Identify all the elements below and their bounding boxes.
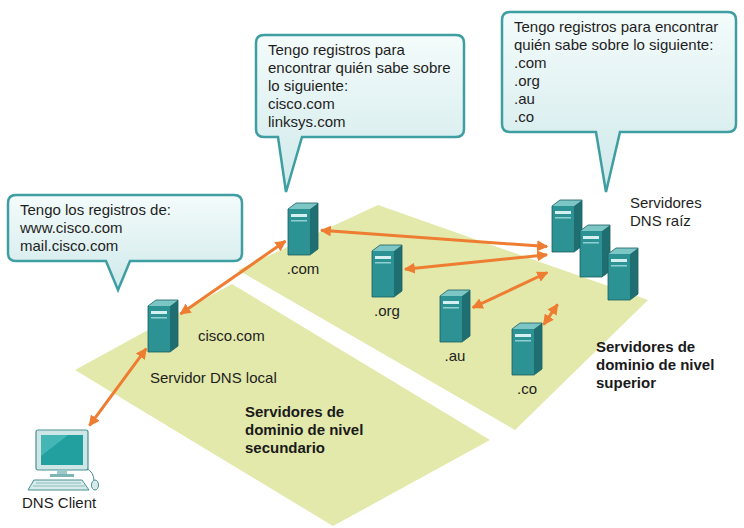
callout-text: mail.cisco.com xyxy=(20,237,230,255)
server-stack-shape xyxy=(550,198,640,302)
server-label: Servidores DNS raíz xyxy=(630,194,714,230)
computer-icon xyxy=(28,430,99,490)
client-shape xyxy=(28,428,100,492)
callout-text: .com xyxy=(514,54,724,72)
label-anchor: .org xyxy=(374,302,400,320)
label-anchor: .com xyxy=(287,260,320,278)
callout-text: .co xyxy=(514,108,724,126)
server-icon xyxy=(608,248,638,300)
client-computer: DNS Client xyxy=(28,428,100,492)
server-icon xyxy=(288,203,318,255)
server-label: .co xyxy=(517,380,537,398)
callout-bubble: Tengo registros para encontrar quién sab… xyxy=(502,12,736,132)
callout-bubble: Tengo registros para encontrar quién sab… xyxy=(256,35,464,137)
server-label: cisco.com xyxy=(198,327,265,345)
band-fill xyxy=(75,284,490,526)
callout-text: Tengo los registros de: xyxy=(20,201,230,219)
label-anchor: .au xyxy=(445,347,466,365)
band-region: .comServidores DNS raíz.org.au.coServido… xyxy=(238,205,648,430)
callout-outline xyxy=(256,35,464,192)
server-shape xyxy=(372,245,402,297)
server-icon xyxy=(580,225,610,277)
root-server-stack: Servidores DNS raíz xyxy=(550,198,640,302)
server-icon xyxy=(372,245,402,297)
callout-outline xyxy=(502,12,736,192)
label-anchor: Servidores de dominio de nivel secundari… xyxy=(245,403,375,457)
server-label: .com xyxy=(287,260,320,278)
label-anchor: Servidores de dominio de nivel superior xyxy=(596,338,726,392)
server-node: .co xyxy=(512,323,542,375)
callout-text: Tengo registros para encontrar quién sab… xyxy=(514,18,724,54)
server-node: .au xyxy=(440,290,470,342)
server-node: .com xyxy=(288,203,318,255)
server-node: .org xyxy=(372,245,402,297)
server-icon xyxy=(148,300,178,352)
callout-text: cisco.com xyxy=(268,95,452,113)
label-anchor: cisco.com xyxy=(198,327,265,345)
server-shape xyxy=(512,323,542,375)
server-shape xyxy=(440,290,470,342)
server-label: DNS Client xyxy=(22,494,96,512)
server-icon xyxy=(552,200,582,252)
band-label: Servidores de dominio de nivel superior xyxy=(596,338,726,392)
callout-text: www.cisco.com xyxy=(20,219,230,237)
server-shape xyxy=(148,300,178,352)
server-label: .au xyxy=(445,347,466,365)
label-anchor: Servidores DNS raíz xyxy=(630,194,714,230)
label-anchor: Servidor DNS local xyxy=(150,369,277,387)
label-anchor: .co xyxy=(517,380,537,398)
server-shape xyxy=(288,203,318,255)
band-label: Servidores de dominio de nivel secundari… xyxy=(245,403,375,457)
callout-text: .au xyxy=(514,90,724,108)
band-region: cisco.comServidor DNS localServidores de… xyxy=(75,284,490,526)
callout-text: .org xyxy=(514,72,724,90)
server-label: Servidor DNS local xyxy=(150,369,277,387)
server-node: cisco.comServidor DNS local xyxy=(148,300,178,352)
callout-text: linksys.com xyxy=(268,113,452,131)
callout-outline xyxy=(8,195,242,290)
callout-text: Tengo registros para encontrar quién sab… xyxy=(268,41,452,95)
server-icon xyxy=(512,323,542,375)
label-anchor: DNS Client xyxy=(22,494,96,512)
callout-bubble: Tengo los registros de:www.cisco.commail… xyxy=(8,195,242,261)
server-icon xyxy=(440,290,470,342)
server-label: .org xyxy=(374,302,400,320)
